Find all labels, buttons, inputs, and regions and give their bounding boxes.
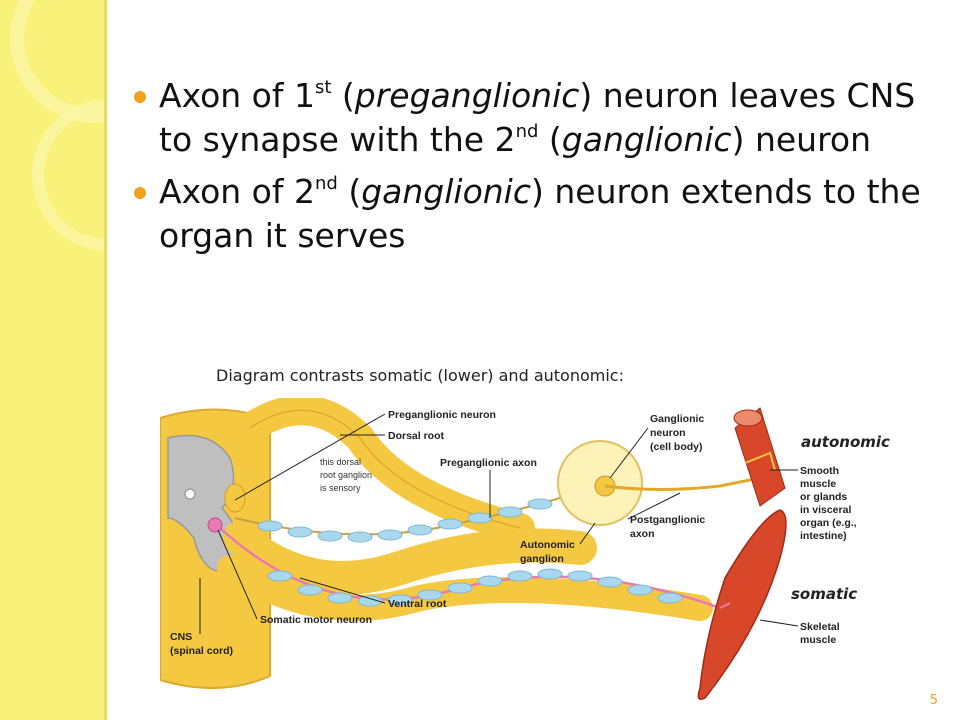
italic-term: ganglionic (561, 120, 732, 159)
dorsal-root-ganglion (224, 483, 246, 513)
label-cns: CNS (spinal cord) (170, 631, 233, 657)
text-run: ) neuron extends to the organ it serves (159, 172, 921, 255)
label-preganglionic-axon: Preganglionic axon (440, 457, 537, 469)
bullet-item: Axon of 1st (preganglionic) neuron leave… (132, 74, 932, 162)
svg-text:neuron: neuron (650, 427, 686, 439)
neuron-pathway-diagram: Preganglionic neuron Dorsal root Pregang… (160, 398, 890, 700)
svg-text:intestine): intestine) (800, 530, 847, 542)
preganglionic-axon (234, 497, 561, 543)
skeletal-muscle (697, 509, 787, 700)
text-run: ) neuron (731, 120, 872, 159)
text-run: ( (337, 172, 362, 211)
label-ganglionic-neuron: Ganglionic neuron (cell body) (650, 413, 704, 453)
label-autonomic: autonomic (801, 433, 890, 451)
decorative-rings (10, 0, 107, 251)
bullet-dot (134, 91, 146, 103)
text-run: ( (538, 120, 562, 159)
label-autonomic-ganglion: Autonomic ganglion (520, 539, 575, 565)
svg-text:Autonomic: Autonomic (520, 539, 575, 551)
italic-term: ganglionic (361, 172, 531, 211)
text-run: Axon of 2 (159, 172, 315, 211)
svg-text:in visceral: in visceral (800, 504, 851, 516)
ventral-root (223, 521, 597, 595)
diagram-caption: Diagram contrasts somatic (lower) and au… (216, 366, 624, 385)
svg-text:organ (e.g.,: organ (e.g., (800, 517, 857, 529)
text-run: ( (331, 76, 355, 115)
dorsal-root (235, 398, 535, 543)
text-run: ) neuron leaves CNS to synapse with the … (159, 76, 916, 159)
decorative-side-band (0, 0, 107, 720)
bullet-item: Axon of 2nd (ganglionic) neuron extends … (132, 170, 932, 258)
svg-text:or glands: or glands (800, 491, 847, 503)
label-somatic-motor-neuron: Somatic motor neuron (260, 614, 372, 626)
svg-text:(spinal cord): (spinal cord) (170, 645, 233, 657)
text-run: Axon of 1 (159, 76, 315, 115)
italic-term: preganglionic (354, 76, 580, 115)
label-somatic: somatic (791, 585, 857, 603)
somatic-motor-axon (219, 527, 721, 610)
label-postganglionic-axon: Postganglionic axon (630, 514, 705, 540)
label-dorsal-ganglion-note: root ganglion (320, 470, 372, 480)
svg-text:CNS: CNS (170, 631, 192, 643)
leader-lines (199, 413, 799, 634)
svg-text:muscle: muscle (800, 634, 836, 646)
label-dorsal-ganglion-note: is sensory (320, 483, 361, 493)
svg-text:Skeletal: Skeletal (800, 621, 840, 633)
bullet-text: Axon of 1st (preganglionic) neuron leave… (159, 76, 915, 159)
bullet-list: Axon of 1st (preganglionic) neuron leave… (132, 74, 932, 266)
superscript: st (314, 77, 332, 98)
band-edge (104, 0, 107, 720)
superscript: nd (515, 121, 539, 142)
svg-text:muscle: muscle (800, 478, 836, 490)
label-smooth-muscle: Smooth muscle or glands in visceral orga… (800, 465, 857, 542)
spinal-cord (160, 408, 271, 690)
superscript: nd (314, 173, 338, 194)
label-preganglionic-neuron: Preganglionic neuron (388, 409, 496, 421)
svg-text:Postganglionic: Postganglionic (630, 514, 705, 526)
somatic-motor-neuron (207, 517, 223, 533)
label-dorsal-ganglion-note: this dorsal (320, 457, 361, 467)
svg-text:Smooth: Smooth (800, 465, 839, 477)
label-dorsal-root: Dorsal root (388, 430, 445, 442)
label-ventral-root: Ventral root (388, 598, 447, 610)
label-skeletal-muscle: Skeletal muscle (800, 621, 840, 646)
svg-text:Ganglionic: Ganglionic (650, 413, 704, 425)
autonomic-ganglion (557, 440, 771, 526)
smooth-muscle-organ (733, 407, 786, 507)
svg-text:(cell body): (cell body) (650, 441, 703, 453)
bullet-dot (134, 187, 146, 199)
svg-text:ganglion: ganglion (520, 553, 564, 565)
slide-number: 5 (929, 693, 938, 708)
bullet-text: Axon of 2nd (ganglionic) neuron extends … (159, 172, 921, 255)
svg-text:axon: axon (630, 528, 655, 540)
